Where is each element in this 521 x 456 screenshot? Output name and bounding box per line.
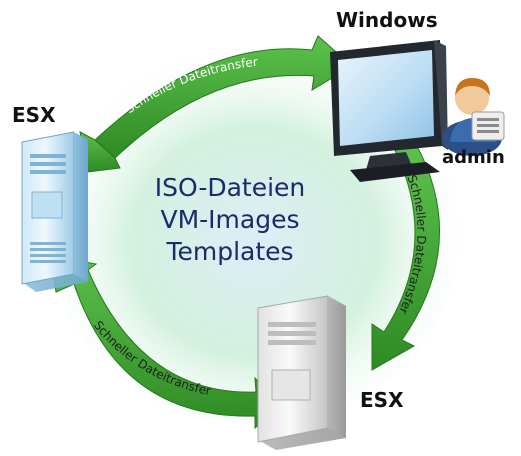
monitor-icon (330, 40, 448, 182)
esx-bottom-label: ESX (360, 388, 404, 412)
center-line-templates: Templates (166, 237, 294, 266)
user-admin-icon (442, 78, 505, 156)
server-icon (21, 131, 88, 292)
center-content-list: ISO-Dateien VM-Images Templates (125, 172, 335, 268)
admin-label: admin (442, 147, 505, 168)
esx-left-label: ESX (12, 103, 56, 127)
center-line-vm: VM-Images (160, 205, 300, 234)
arrow-right (371, 147, 440, 371)
center-line-iso: ISO-Dateien (154, 173, 306, 202)
server-icon (257, 295, 346, 450)
windows-label: Windows (336, 8, 438, 32)
